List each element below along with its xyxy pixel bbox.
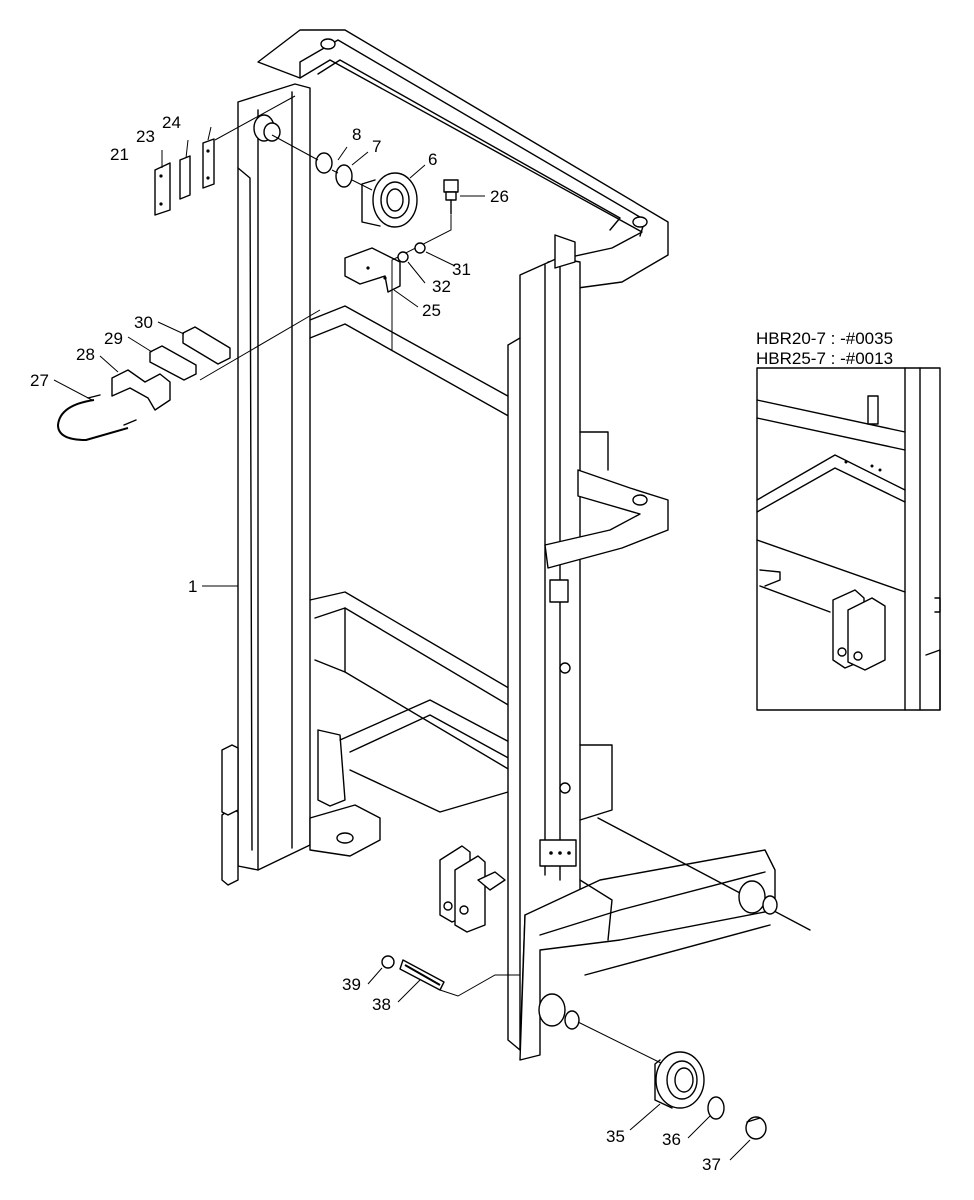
nut-part-39 — [381, 955, 395, 969]
ring-part-8 — [315, 152, 333, 174]
callout-7: 7 — [372, 137, 381, 156]
callout-27: 27 — [30, 371, 49, 390]
ring-part-7 — [335, 164, 353, 188]
callout-30: 30 — [134, 313, 153, 332]
callout-39: 39 — [342, 975, 361, 994]
callout-37: 37 — [702, 1155, 721, 1174]
inset-title-line2: HBR25-7 : -#0013 — [756, 349, 893, 368]
callout-36: 36 — [662, 1130, 681, 1149]
clamp-part-28 — [111, 369, 171, 411]
washer-part-32 — [397, 251, 409, 263]
shim-part-30 — [182, 326, 231, 365]
plate-part-21 — [154, 162, 171, 216]
bearing-part-35 — [654, 1051, 705, 1109]
callout-26: 26 — [490, 187, 509, 206]
callout-24: 24 — [162, 113, 181, 132]
callout-38: 38 — [372, 995, 391, 1014]
inset-title-line1: HBR20-7 : -#0035 — [756, 329, 893, 348]
shim-part-29 — [149, 345, 197, 381]
plate-part-23 — [179, 155, 191, 200]
stud-part-38 — [399, 959, 445, 991]
u-bolt-part-27 — [57, 394, 137, 441]
callout-23: 23 — [136, 127, 155, 146]
cap-part-37 — [745, 1116, 767, 1140]
callout-6: 6 — [428, 150, 437, 169]
leader-lines — [53, 126, 751, 1161]
callout-25: 25 — [422, 301, 441, 320]
bearing-part-6 — [361, 172, 418, 228]
ring-part-36 — [707, 1096, 725, 1120]
callout-labels: 1 6 7 8 21 23 24 25 26 27 28 29 30 31 32… — [30, 113, 721, 1174]
callout-31: 31 — [452, 260, 471, 279]
plate-part-24 — [202, 138, 215, 189]
outer-mast-frame — [221, 29, 811, 1061]
callout-21: 21 — [110, 145, 129, 164]
bolt-part-26 — [443, 179, 459, 215]
callout-29: 29 — [104, 329, 123, 348]
callout-1: 1 — [188, 577, 197, 596]
nut-part-31 — [414, 242, 426, 254]
callout-32: 32 — [432, 277, 451, 296]
callout-35: 35 — [606, 1127, 625, 1146]
inset-detail: HBR20-7 : -#0035 HBR25-7 : -#0013 — [756, 329, 941, 711]
bracket-part-25 — [344, 247, 401, 293]
callout-8: 8 — [352, 125, 361, 144]
callout-28: 28 — [76, 345, 95, 364]
